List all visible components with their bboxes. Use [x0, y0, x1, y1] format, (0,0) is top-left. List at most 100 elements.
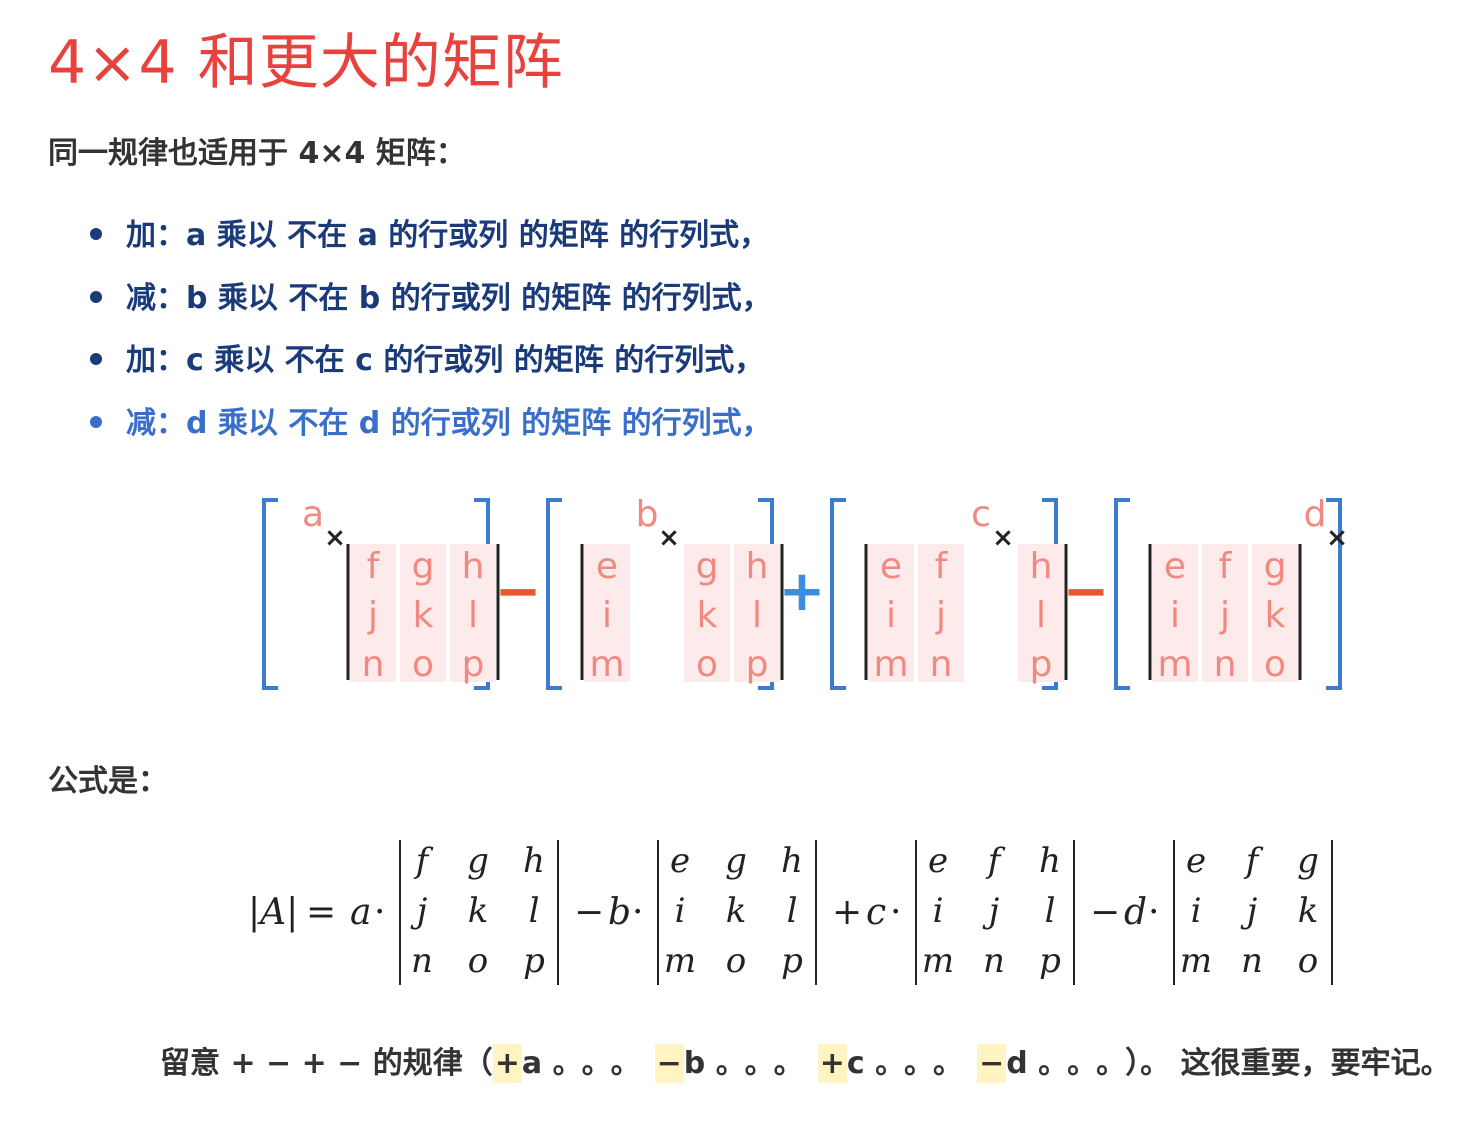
matrix-letter: p [462, 644, 485, 685]
matrix-letter: g [1264, 546, 1287, 587]
matrix-letter: h [746, 546, 769, 587]
matrix-letter: k [697, 595, 718, 636]
matrix-entry: h [1039, 841, 1061, 881]
note-letter: a [521, 1046, 553, 1081]
list-item: 加：c 乘以 不在 c 的行或列 的矩阵 的行列式， [90, 335, 764, 379]
cross-icon: × [992, 523, 1014, 553]
note-lead: 留意 + − + − 的规律（ [160, 1046, 493, 1081]
list-item: 减：b 乘以 不在 b 的行或列 的矩阵 的行列式， [90, 273, 772, 317]
shade-cell [1252, 544, 1298, 682]
matrix-letter: e [596, 546, 618, 587]
matrix-entry: f [985, 841, 1006, 881]
matrix-letter: j [367, 595, 378, 636]
matrix-letter: j [935, 595, 946, 636]
left-bracket [830, 498, 846, 690]
rule-text: 减：d 乘以 不在 d 的行或列 的矩阵 的行列式， [126, 406, 772, 441]
matrix-entry: j [410, 891, 428, 931]
matrix-entry: g [725, 841, 747, 881]
note-tail: ）。 这很重要，要牢记。 [1125, 1046, 1451, 1081]
matrix-entry: k [726, 891, 747, 931]
sign-highlight: + [492, 1044, 522, 1083]
formula-equals: = [306, 892, 336, 933]
pivot-letter: b [636, 494, 659, 535]
matrix-letter: n [1214, 644, 1237, 685]
matrix-entry: j [982, 891, 1000, 931]
matrix-letter: e [1164, 546, 1186, 587]
formula-sign: − [574, 892, 604, 933]
matrix-entry: e [670, 841, 690, 881]
shade-cell [450, 544, 496, 682]
shade-cell [1152, 544, 1198, 682]
note-dots: 。。。 [875, 1046, 978, 1081]
minus-operator: − [1063, 559, 1110, 624]
shade-cell [868, 544, 914, 682]
bullet-icon [90, 290, 102, 303]
matrix-entry: n [1241, 941, 1263, 981]
left-bracket [1114, 498, 1130, 690]
matrix-letter: k [413, 595, 434, 636]
matrix-letter: m [589, 644, 624, 685]
matrix-entry: m [664, 941, 696, 981]
matrix-entry: h [523, 841, 545, 881]
matrix-letter: n [362, 644, 385, 685]
matrix-entry: n [983, 941, 1005, 981]
rule-text: 加：c 乘以 不在 c 的行或列 的矩阵 的行列式， [126, 343, 765, 378]
intro-text: 同一规律也适用于 4×4 矩阵： [48, 136, 466, 171]
pivot-letter: a [302, 494, 324, 535]
bullet-icon [90, 227, 102, 240]
sign-highlight: − [977, 1044, 1007, 1083]
matrix-entry: m [922, 941, 954, 981]
matrix-letter: i [602, 595, 612, 636]
matrix-letter: m [1157, 644, 1192, 685]
matrix-entry: o [726, 941, 746, 981]
shade-cell [1018, 544, 1064, 682]
cross-icon: × [658, 523, 680, 553]
matrix-entry: p [523, 941, 545, 981]
cross-icon: × [324, 523, 346, 553]
formula-sign: + [832, 892, 862, 933]
sign-highlight: − [654, 1044, 684, 1083]
cross-icon: × [1326, 523, 1348, 553]
formula-sign: − [1090, 892, 1120, 933]
shade-cell [400, 544, 446, 682]
matrix-entry: k [1298, 891, 1319, 931]
note-dots: 。。。 [715, 1046, 818, 1081]
note-dots: 。。。 [1038, 1046, 1126, 1081]
note-letter: b [683, 1046, 716, 1081]
matrix-letter: i [886, 595, 896, 636]
formula-coef: a [350, 892, 371, 933]
plus-operator: + [779, 559, 826, 624]
matrix-letter: h [1030, 546, 1053, 587]
matrix-entry: l [529, 891, 540, 931]
matrix-entry: f [413, 841, 434, 881]
sign-highlight: + [817, 1044, 847, 1083]
matrix-entry: g [467, 841, 489, 881]
formula-coef: b [608, 892, 631, 933]
rule-text: 加：a 乘以 不在 a 的行或列 的矩阵 的行列式， [126, 218, 770, 253]
matrix-letter: m [873, 644, 908, 685]
sign-pattern-note: 留意 + − + − 的规律（+a 。。。−b 。。。+c 。。。−d 。。。）… [160, 1038, 1451, 1083]
pivot-letter: d [1304, 494, 1327, 535]
matrix-entry: i [933, 891, 944, 931]
shade-cell [350, 544, 396, 682]
matrix-letter: p [746, 644, 769, 685]
matrix-letter: e [880, 546, 902, 587]
left-bracket [262, 498, 278, 690]
formula-lhs: |A| [248, 892, 298, 933]
matrix-entry: h [781, 841, 803, 881]
formula-dot: · [632, 892, 643, 933]
bullet-icon [90, 415, 102, 428]
note-letter: c [846, 1046, 876, 1081]
matrix-entry: g [1297, 841, 1319, 881]
matrix-entry: o [468, 941, 488, 981]
shade-cell [734, 544, 780, 682]
matrix-letter: g [412, 546, 435, 587]
matrix-letter: i [1170, 595, 1180, 636]
formula-label: 公式是： [48, 764, 168, 799]
matrix-entry: k [468, 891, 489, 931]
note-letter: d [1006, 1046, 1039, 1081]
page-title: 4×4 和更大的矩阵 [48, 28, 564, 98]
